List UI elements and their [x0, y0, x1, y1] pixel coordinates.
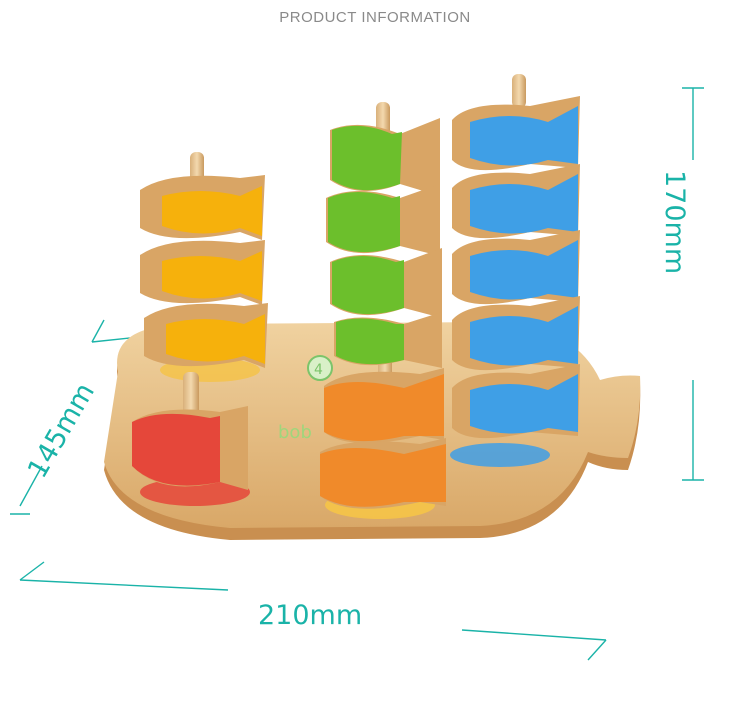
yellow-fish-stack — [140, 175, 268, 368]
blue-fish-stack — [452, 96, 580, 439]
base-brand: bob — [278, 422, 312, 443]
width-dimension-label: 210mm — [258, 600, 363, 631]
height-dimension-label: 170mm — [659, 170, 690, 275]
red-fish — [132, 406, 248, 490]
base-number: 4 — [314, 362, 323, 378]
page-title: PRODUCT INFORMATION — [279, 8, 471, 26]
green-fish-stack — [326, 118, 442, 368]
orange-fish-stack — [320, 368, 446, 509]
page-header: PRODUCT INFORMATION — [0, 0, 750, 34]
product-photo: 4 bob — [10, 74, 704, 661]
dimension-lines — [10, 87, 704, 661]
